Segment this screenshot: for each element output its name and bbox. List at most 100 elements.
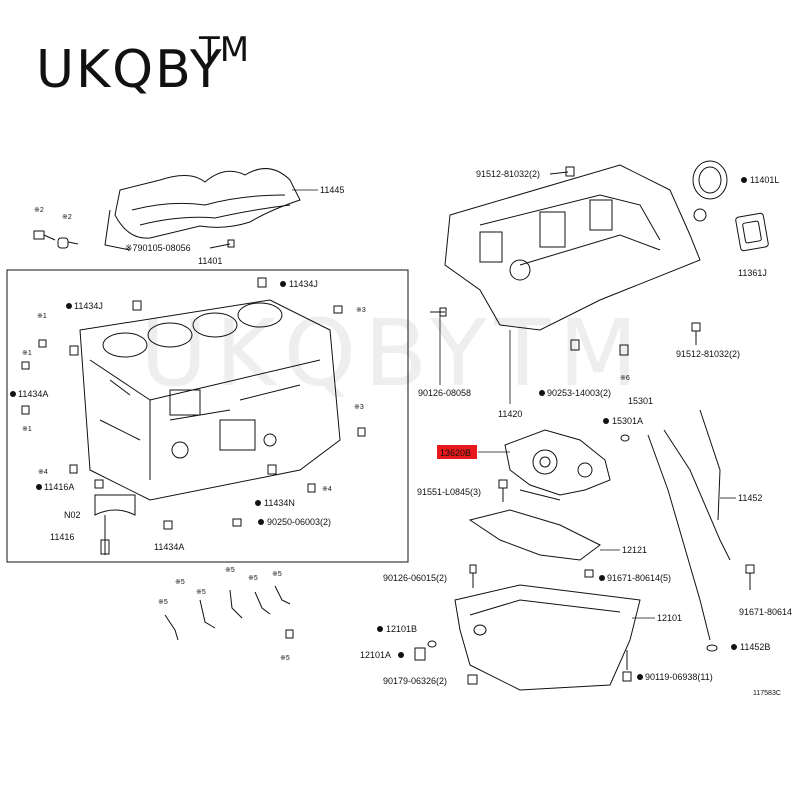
label-12101: 12101 [657,613,682,623]
gasket-12101B-icon [427,640,437,648]
stud-90126-06015-icon [469,564,477,588]
bullet-11434J-left [66,303,72,309]
bullet-11416A [36,484,42,490]
bullet-90253 [539,390,545,396]
plug-4a-icon [69,464,78,474]
label-11434A-bottom: 11434A [154,542,184,552]
mark-5-g: ※5 [280,655,290,662]
label-15301: 15301 [628,396,653,406]
label-790105: ※790105-08056 [125,243,191,253]
oil-pan-lower-drawing [454,584,641,691]
bullet-11434N [255,500,261,506]
bullet-90119 [637,674,643,680]
oil-pan-upper-drawing [444,164,707,331]
label-90253: 90253-14003(2) [547,388,611,398]
dipstick-tube-drawing [647,409,731,641]
bolt-91671-5-icon [584,569,594,578]
dowel-11416A-icon [94,479,104,489]
label-11434J-left: 11434J [74,301,103,311]
gasket-11361J-icon [735,212,769,252]
plug-90250-icon [232,518,242,527]
bullet-11452B [731,644,737,650]
mark-4-a: ※4 [38,469,48,476]
oil-pump-drawing [504,429,611,501]
mark-1-a: ※1 [37,313,47,320]
label-13620B: 13620B [440,448,471,458]
dowel-90253-icon [570,339,580,351]
bolt-91512-right-icon [691,322,701,345]
label-11452B: 11452B [740,642,770,652]
stud-90126-08058-icon [430,307,447,317]
mark-3-b: ※3 [354,404,364,411]
oil-jets-drawing [164,585,294,641]
label-12101A: 12101A [360,650,391,660]
mark-2-a: ※2 [34,207,44,214]
bullet-11401L [741,177,747,183]
engine-block-drawing [79,299,341,501]
mark-5-e: ※5 [158,599,168,606]
bolt-91551-icon [498,479,508,502]
bolt-790105-icon [209,239,235,249]
plug-4b-icon [307,483,316,493]
bullet-90250 [258,519,264,525]
bolt-2b-icon [57,237,79,249]
label-91671-r: 91671-80614 [739,607,792,617]
label-90126-08058: 90126-08058 [418,388,471,398]
seal-11401L-icon [692,160,728,200]
label-11434A-left: 11434A [18,389,48,399]
oring-11452B-icon [706,644,718,652]
block-frame [6,269,409,563]
label-11452: 11452 [738,493,762,503]
label-12101B: 12101B [386,624,417,634]
bearing-cap-icon [94,494,136,555]
bullet-15301A [603,418,609,424]
plug-3b-icon [357,427,366,437]
brand-logo: UKQBY TM [36,30,249,100]
label-90250: 90250-06003(2) [267,517,331,527]
oring-15301A-icon [620,434,630,442]
label-11401: 11401 [198,256,222,266]
mark-4-b: ※4 [322,486,332,493]
bolt-2a-icon [33,230,56,241]
label-90119: 90119-06938(11) [645,672,713,682]
label-11445: 11445 [320,185,344,195]
highlight-13620B [437,445,477,459]
label-90179: 90179-06326(2) [383,676,447,686]
mark-5-a: ※5 [175,579,185,586]
baffle-plate-drawing [468,509,601,561]
mark-5-d: ※5 [272,571,282,578]
brand-name: UKQBY [36,40,224,100]
label-N02: N02 [64,510,81,520]
mark-6: ※6 [620,375,630,382]
plug-11434N-icon [267,464,277,475]
plug-11434J-icon [257,277,267,288]
plug-left-icon [69,345,79,356]
plug-11434J-left-icon [132,300,142,311]
label-11434J-top: 11434J [289,279,318,289]
mark-2-b: ※2 [62,214,72,221]
plug-1a-icon [38,339,47,348]
bolt-91512-top-icon [549,166,575,177]
mark-5-b: ※5 [225,567,235,574]
label-91512-right: 91512-81032(2) [676,349,740,359]
label-91671-5: 91671-80614(5) [607,573,671,583]
plug-11434A-bottom-icon [163,520,173,530]
plug-6-icon [619,344,629,356]
plug-3a-icon [333,305,343,314]
label-11434N: 11434N [264,498,295,508]
label-15301A: 15301A [612,416,643,426]
bullet-91671-5 [599,575,605,581]
diagram-code: 117583C [753,690,781,697]
bullet-11434J-top [280,281,286,287]
bullet-12101A [398,652,404,658]
plug-1b-icon [21,361,30,370]
bullet-11434A-left [10,391,16,397]
drain-plug-12101A-icon [414,647,426,661]
mark-5-f: ※5 [196,589,206,596]
label-90126-06015: 90126-06015(2) [383,573,447,583]
engine-cover-11445 [104,168,301,251]
label-11416: 11416 [50,532,74,542]
nut-90179-icon [467,674,478,685]
label-91551: 91551-L0845(3) [417,487,481,497]
